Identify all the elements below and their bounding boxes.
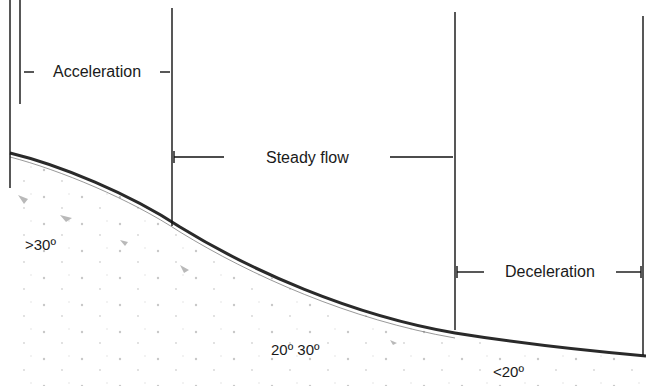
- angle-label: 20º 30º: [268, 342, 323, 359]
- zone-label: Steady flow: [263, 149, 352, 167]
- zone-label: Deceleration: [502, 263, 598, 281]
- angle-label: >30º: [22, 237, 59, 254]
- angle-label: <20º: [490, 364, 527, 381]
- zone-label: Acceleration: [50, 63, 144, 81]
